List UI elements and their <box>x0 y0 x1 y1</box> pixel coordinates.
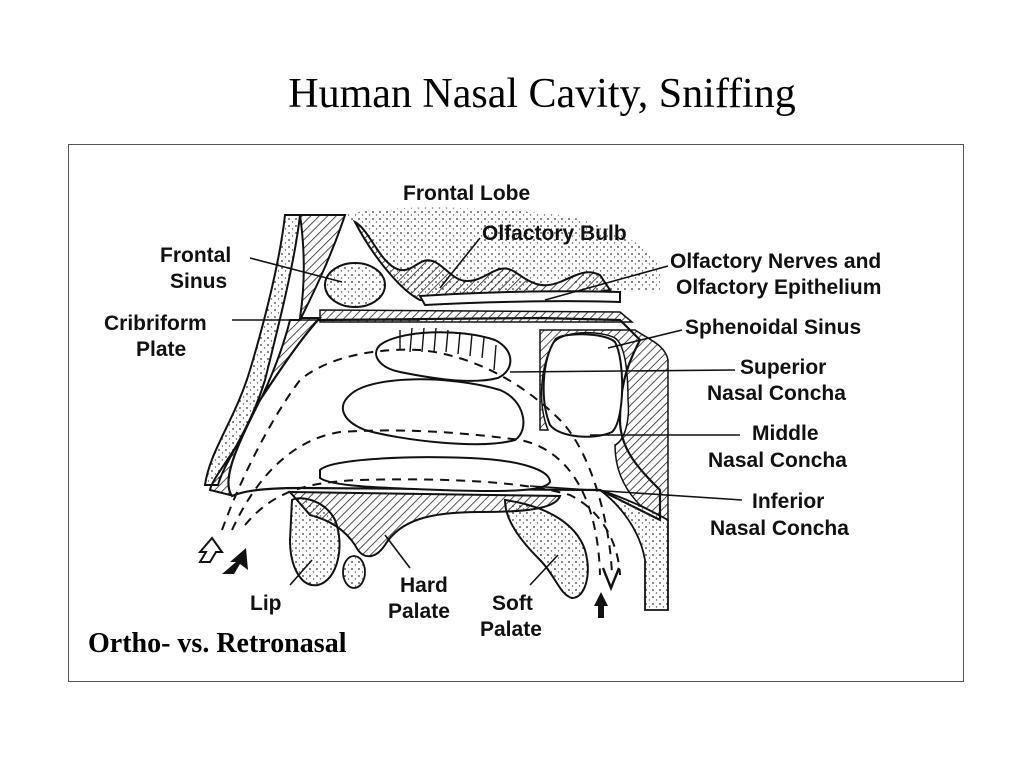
olfactory-epithelium <box>418 290 621 307</box>
label-cribriform-2: Plate <box>136 338 186 361</box>
diagram-caption: Ortho- vs. Retronasal <box>88 628 347 659</box>
label-cribriform-1: Cribriform <box>104 312 207 335</box>
retronasal-outlet-arrow <box>601 567 621 592</box>
label-middle-1: Middle <box>752 422 819 445</box>
leader-olfactory-nerves <box>544 265 669 301</box>
label-lip: Lip <box>250 592 282 615</box>
cribriform-plate-band <box>319 309 635 323</box>
leader-olfactory-bulb <box>439 237 481 289</box>
label-hard-palate-2: Palate <box>388 600 450 623</box>
leader-superior <box>509 369 736 373</box>
slide-title: Human Nasal Cavity, Sniffing <box>288 71 796 117</box>
label-hard-palate-1: Hard <box>400 574 448 597</box>
inferior-concha-shape <box>319 456 552 493</box>
leader-sphenoidal <box>607 329 683 349</box>
tooth-shape <box>342 555 366 589</box>
label-frontal-sinus-2: Sinus <box>170 270 227 293</box>
sphenoidal-sinus-shape <box>542 333 624 438</box>
airflow-path-lower <box>244 478 621 576</box>
olfactory-bulb-shape <box>352 219 612 302</box>
leader-lip <box>289 559 313 586</box>
label-inferior-1: Inferior <box>752 490 824 513</box>
label-middle-2: Nasal Concha <box>708 449 847 472</box>
label-inferior-2: Nasal Concha <box>710 517 849 540</box>
airflow-path-middle <box>231 429 601 576</box>
leader-soft-palate <box>529 554 559 586</box>
solid-retronasal-arrow <box>594 592 608 618</box>
sphenoid-bone <box>539 329 669 522</box>
superior-concha-shape <box>375 331 512 382</box>
label-olfactory-nerves-1: Olfactory Nerves and <box>670 250 881 273</box>
label-olfactory-nerves-2: Olfactory Epithelium <box>676 276 881 299</box>
solid-inlet-arrow <box>222 548 248 574</box>
label-frontal-sinus-1: Frontal <box>160 244 231 267</box>
label-superior-1: Superior <box>740 356 826 379</box>
hollow-inlet-arrow <box>197 536 224 563</box>
olfactory-fibers <box>399 327 497 371</box>
frontal-sinus-shape <box>324 262 386 308</box>
orthonasal-airflow-path <box>221 348 613 576</box>
soft-palate-shape <box>503 498 589 600</box>
pharynx-wall <box>599 489 669 611</box>
label-olfactory-bulb: Olfactory Bulb <box>482 222 627 245</box>
leader-frontal-sinus <box>249 257 343 283</box>
label-sphenoidal-sinus: Sphenoidal Sinus <box>685 316 861 339</box>
label-soft-palate-1: Soft <box>492 592 533 615</box>
leader-hard-palate <box>384 534 411 569</box>
label-frontal-lobe: Frontal Lobe <box>403 182 530 205</box>
lip-shape <box>288 497 341 587</box>
label-soft-palate-2: Palate <box>480 618 542 641</box>
leader-inferior <box>529 485 743 501</box>
label-superior-2: Nasal Concha <box>707 382 846 405</box>
